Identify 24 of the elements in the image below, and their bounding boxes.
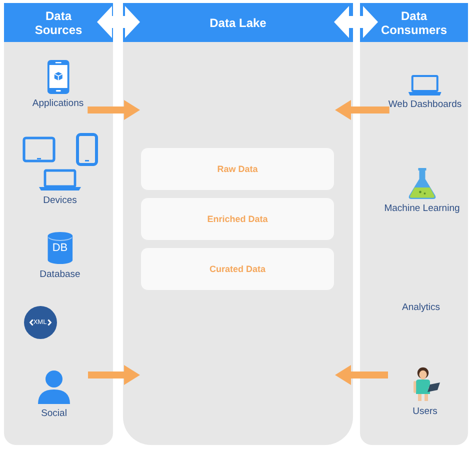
arrow [88, 365, 140, 385]
data-layer-card: Curated Data [141, 248, 334, 290]
arrow [88, 100, 140, 120]
node-label: Devices [43, 195, 77, 206]
arrow [335, 365, 388, 385]
data-layer-card: Raw Data [141, 148, 334, 190]
database-cylinder: DB [48, 232, 72, 264]
panel [123, 3, 353, 445]
node-label: Users [412, 406, 438, 417]
panel [4, 3, 113, 445]
node-label: Database [40, 269, 80, 280]
node-label: Machine Learning [384, 203, 460, 214]
panel-header: Data Consumers [360, 3, 468, 42]
double-arrow [334, 6, 378, 38]
double-arrow [97, 6, 140, 38]
node-label: Applications [32, 98, 84, 109]
data-layer-card: Enriched Data [141, 198, 334, 240]
node-label: Social [41, 408, 67, 419]
node-label: Web Dashboards [388, 99, 462, 110]
panel [360, 3, 468, 445]
panel-header: Data Sources [4, 3, 113, 42]
node-label: Analytics [402, 302, 440, 313]
arrow [335, 100, 390, 120]
panel-header: Data Lake [123, 3, 353, 42]
